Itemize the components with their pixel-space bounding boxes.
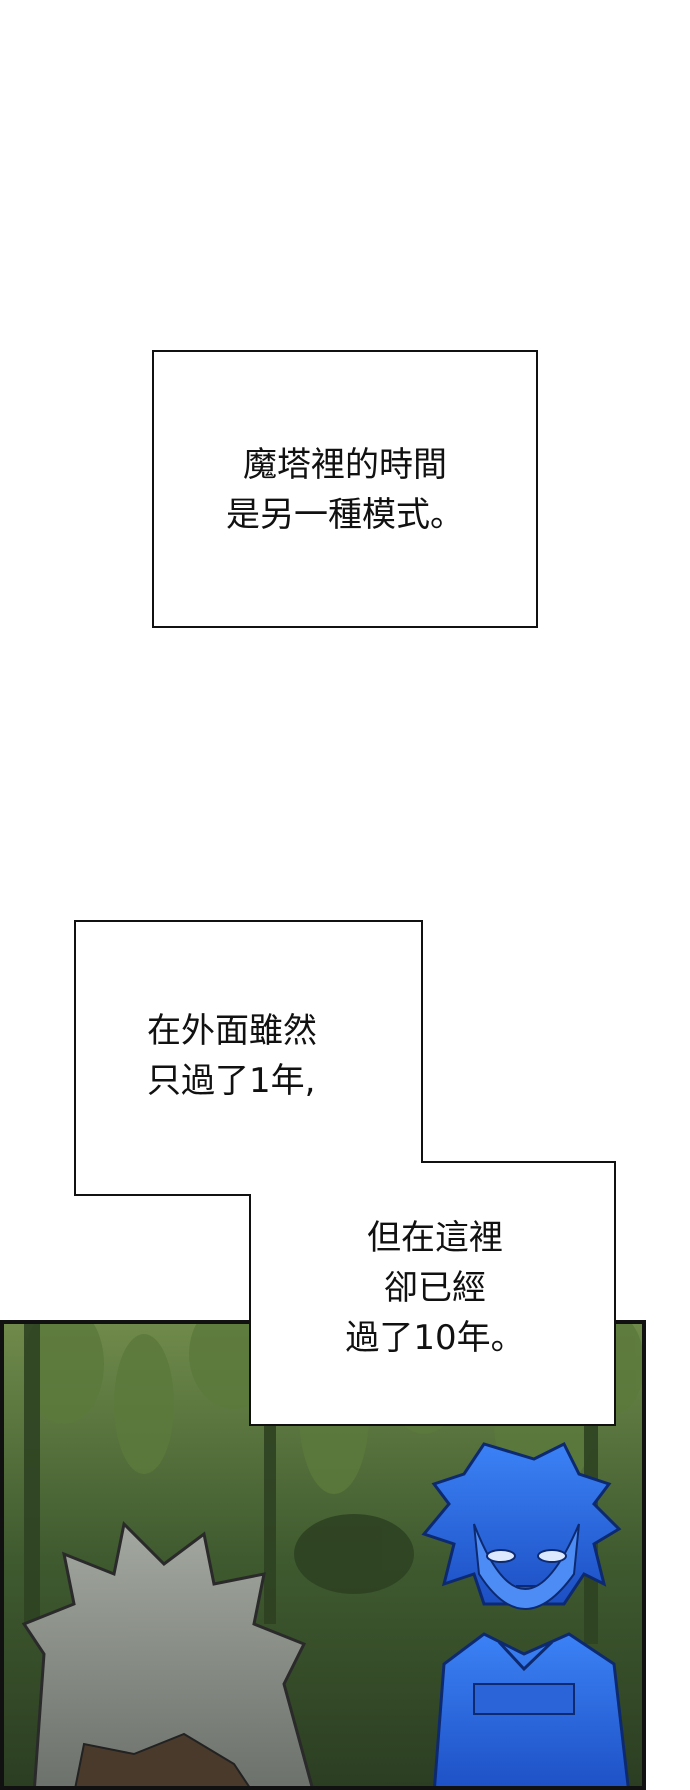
caption-line: 魔塔裡的時間 xyxy=(243,445,447,485)
caption-text-outside-year: 在外面雖然 只過了1年, xyxy=(147,1006,317,1106)
caption-line: 只過了1年, xyxy=(147,1061,316,1101)
caption-line: 過了10年。 xyxy=(345,1318,525,1358)
caption-line: 在外面雖然 xyxy=(147,1011,317,1051)
caption-line: 但在這裡 xyxy=(367,1218,503,1258)
caption-line: 卻已經 xyxy=(384,1268,486,1308)
caption-line: 是另一種模式。 xyxy=(226,495,464,535)
blue-character xyxy=(421,1441,630,1786)
grey-haired-character xyxy=(21,1520,314,1786)
caption-text: 魔塔裡的時間 是另一種模式。 xyxy=(154,440,536,540)
caption-text-inside-years: 但在這裡 卻已經 過了10年。 xyxy=(335,1213,535,1363)
caption-box-time-mode: 魔塔裡的時間 是另一種模式。 xyxy=(152,350,538,628)
comic-panel-forest xyxy=(0,1320,646,1790)
forest-scene-illustration xyxy=(4,1324,642,1786)
